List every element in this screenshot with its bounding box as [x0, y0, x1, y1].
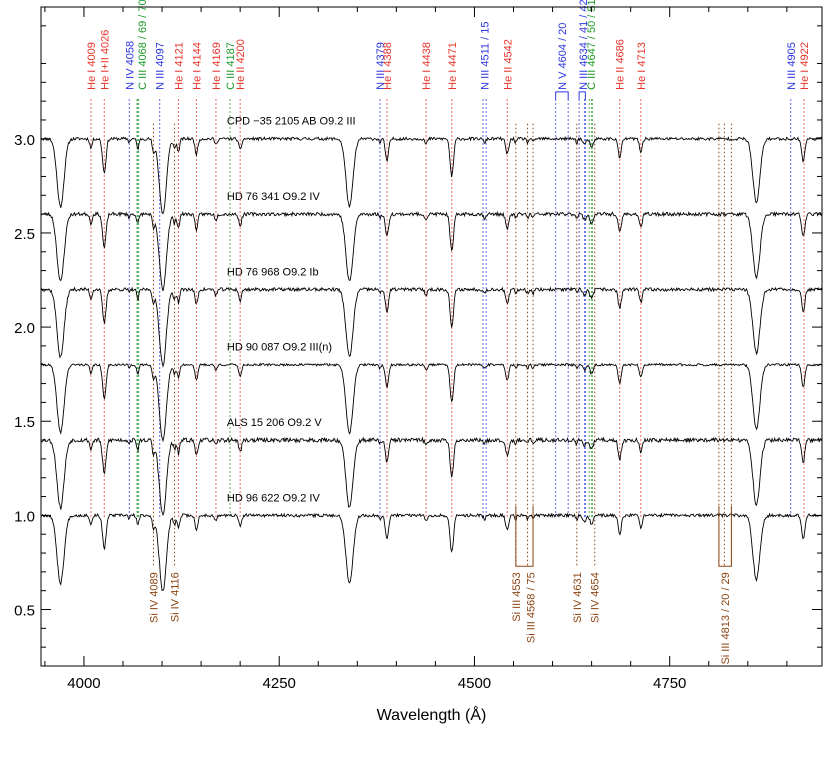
- line-id-bracket-lower: [515, 505, 534, 567]
- x-tick-label: 4500: [458, 675, 491, 692]
- series-label: HD 90 087 O9.2 III(n): [227, 342, 332, 354]
- line-id-label: He I+II 4026: [99, 30, 111, 90]
- line-id-label-lower: Si III 4553: [511, 572, 523, 622]
- series-label: CPD −35 2105 AB O9.2 III: [227, 116, 356, 128]
- spectrum-line: [40, 210, 823, 292]
- spectrum-line: [40, 286, 823, 368]
- line-id-label: He II 4542: [502, 39, 514, 90]
- series-label: HD 76 341 O9.2 IV: [227, 191, 321, 203]
- line-id-bracket: [555, 91, 569, 100]
- line-id-label: He II 4200: [235, 39, 247, 90]
- spectra-traces: [40, 135, 823, 592]
- y-tick-label: 1.5: [14, 414, 35, 431]
- x-tick-label: 4000: [67, 675, 100, 692]
- y-tick-label: 0.5: [14, 603, 35, 620]
- spectrum-line: [40, 512, 823, 592]
- y-tick-label: 3.0: [14, 132, 35, 149]
- line-id-label: N III 4634 / 41 / 42: [578, 0, 590, 90]
- x-tick-label: 4750: [653, 675, 686, 692]
- line-id-label: He II 4686: [615, 39, 627, 90]
- y-tick-label: 2.5: [14, 226, 35, 243]
- line-id-label-lower: Si IV 4631: [572, 572, 584, 623]
- line-id-label: He I 4009: [86, 42, 98, 90]
- line-id-bracket: [578, 91, 586, 100]
- line-id-label-lower: Si III 4813 / 20 / 29: [720, 572, 732, 664]
- line-id-label: He I 4922: [799, 42, 811, 90]
- line-id-label: N III 4905: [786, 42, 798, 90]
- line-id-label: C III 4647 / 50 / 51: [586, 0, 598, 90]
- y-tick-label: 1.0: [14, 508, 35, 525]
- series-label: ALS 15 206 O9.2 V: [227, 417, 322, 429]
- line-id-label-lower: Si IV 4089: [148, 572, 160, 623]
- line-id-label: N V 4604 / 20: [557, 23, 569, 90]
- star-labels: CPD −35 2105 AB O9.2 III HD 76 341 O9.2 I…: [227, 116, 356, 505]
- line-id-label: He I 4169: [211, 42, 223, 90]
- line-id-label: He I 4388: [382, 42, 394, 90]
- axes: 4000 4250 4500 4750 0.5 1.0 1.5 2.0 2.5 3.0: [14, 7, 822, 692]
- line-id-label: N III 4097: [155, 42, 167, 90]
- plot-frame: [40, 6, 823, 667]
- line-id-label: He I 4121: [173, 42, 185, 90]
- line-id-label-lower: Si IV 4116: [170, 572, 182, 622]
- line-id-label: He I 4144: [191, 42, 203, 90]
- line-id-label: N III 4379: [375, 42, 387, 90]
- line-id-label: C III 4187: [225, 42, 237, 90]
- line-id-bracket-lower: [718, 505, 732, 567]
- line-id-label: He I 4471: [447, 42, 459, 90]
- y-tick-label: 2.0: [14, 320, 35, 337]
- line-id-markers: [90, 99, 805, 567]
- line-id-label-lower: Si III 4568 / 75: [525, 572, 537, 643]
- spectrum-line: [40, 436, 823, 517]
- series-label: HD 76 968 O9.2 Ib: [227, 266, 319, 278]
- x-tick-label: 4250: [263, 675, 296, 692]
- series-label: HD 96 622 O9.2 IV: [227, 492, 321, 504]
- spectrum-line: [40, 362, 823, 443]
- line-id-label: He I 4438: [421, 42, 433, 90]
- x-axis-label: Wavelength (Å): [377, 705, 487, 724]
- line-id-label: N III 4511 / 15: [480, 22, 492, 90]
- line-id-label: N IV 4058: [124, 41, 136, 90]
- line-id-label: C III 4068 / 69 / 70: [137, 0, 149, 90]
- spectrum-line: [40, 135, 823, 215]
- line-id-label: He I 4713: [636, 42, 648, 90]
- line-id-label-lower: Si IV 4654: [590, 572, 602, 623]
